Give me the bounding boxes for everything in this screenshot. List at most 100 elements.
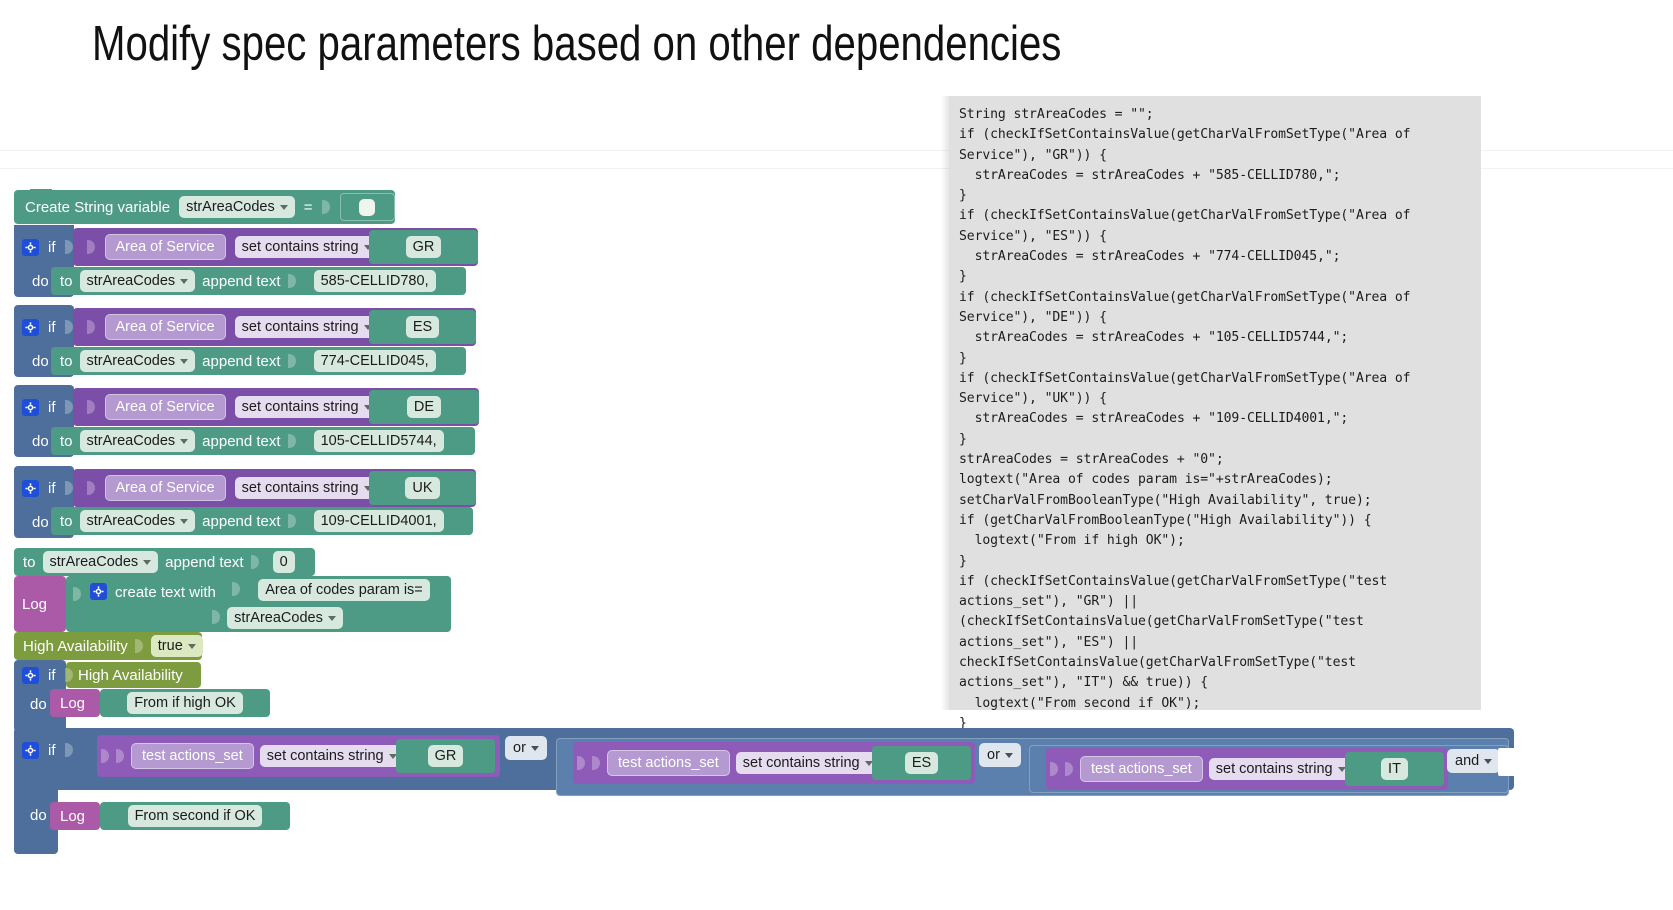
high-availability-socket xyxy=(134,635,144,657)
cond-2-operator-dropdown[interactable]: set contains string xyxy=(735,752,880,774)
cond-1-operator-dropdown[interactable]: set contains string xyxy=(259,745,404,767)
append-zero-block[interactable]: to strAreaCodes append text 0 xyxy=(14,548,315,576)
if-4-do-label: do xyxy=(32,513,49,531)
if-2-append-value[interactable]: 774-CELLID045, xyxy=(313,350,436,372)
if-2-operand-value[interactable]: ES xyxy=(405,316,440,338)
cond-3-operator-dropdown[interactable]: set contains string xyxy=(1208,758,1353,780)
if-test-actions-log-text-block[interactable]: From second if OK xyxy=(100,802,290,830)
chevron-down-icon xyxy=(363,244,372,250)
cond-2-operand-value[interactable]: ES xyxy=(904,752,939,774)
value-socket xyxy=(321,196,331,218)
cond-3-operand-block[interactable]: IT xyxy=(1345,752,1444,786)
if-3-append-label: append text xyxy=(202,432,281,450)
if-4-operand-block[interactable]: UK xyxy=(369,471,476,505)
if-2-append-block[interactable]: to strAreaCodes append text 774-CELLID04… xyxy=(51,347,466,375)
chevron-down-icon xyxy=(1004,752,1013,758)
variable-name-dropdown[interactable]: strAreaCodes xyxy=(179,196,295,218)
if-3-target-var-dropdown[interactable]: strAreaCodes xyxy=(79,430,196,452)
high-availability-value-dropdown[interactable]: true xyxy=(150,635,203,657)
create-text-item-1[interactable]: Area of codes param is= xyxy=(244,577,444,603)
joiner-1-value: or xyxy=(513,740,526,756)
create-text-item-2-dropdown[interactable]: strAreaCodes xyxy=(227,607,343,629)
log-label: Log xyxy=(22,595,48,613)
if-1-operand-value[interactable]: GR xyxy=(405,236,442,258)
if-1-append-block[interactable]: to strAreaCodes append text 585-CELLID78… xyxy=(51,267,466,295)
empty-condition-socket[interactable] xyxy=(1498,748,1516,776)
if-2-operand-block[interactable]: ES xyxy=(369,310,476,344)
if-2-target-var-dropdown[interactable]: strAreaCodes xyxy=(79,350,196,372)
if-1-append-label: append text xyxy=(202,272,281,290)
gear-icon[interactable] xyxy=(22,479,39,497)
cond-3-socket-a xyxy=(1050,758,1059,780)
if-2-do-row: do xyxy=(14,346,484,376)
if-high-availability-log-text[interactable]: From if high OK xyxy=(127,692,243,714)
high-availability-value: true xyxy=(157,638,183,654)
if-high-availability-condition[interactable]: High Availability xyxy=(66,662,201,688)
create-string-variable-block[interactable]: Create String variable strAreaCodes = xyxy=(14,189,395,224)
if-1-operand-block[interactable]: GR xyxy=(369,230,478,264)
cond-1-set-name[interactable]: test actions_set xyxy=(131,743,254,769)
if-4-append-value[interactable]: 109-CELLID4001, xyxy=(313,510,444,532)
if-4-operator-dropdown[interactable]: set contains string xyxy=(234,477,379,499)
if-high-availability-log-text-block[interactable]: From if high OK xyxy=(100,689,270,717)
gear-icon[interactable] xyxy=(22,318,39,336)
if-2-do-label: do xyxy=(32,352,49,370)
chevron-down-icon xyxy=(530,745,539,751)
if-1-header-row: if Area of Service set contains string xyxy=(14,228,484,266)
if-4-append-socket xyxy=(287,510,297,532)
cond-1-operand-block[interactable]: GR xyxy=(396,739,495,773)
if-3-append-value[interactable]: 105-CELLID5744, xyxy=(313,430,444,452)
cond-3-operand-value[interactable]: IT xyxy=(1381,758,1408,780)
create-text-item-2[interactable]: strAreaCodes xyxy=(224,605,346,631)
if-2-set-name[interactable]: Area of Service xyxy=(104,314,226,340)
if-3-append-block[interactable]: to strAreaCodes append text 105-CELLID57… xyxy=(51,427,475,455)
if-high-availability-label: if xyxy=(48,666,56,684)
if-1-append-value[interactable]: 585-CELLID780, xyxy=(313,270,436,292)
joiner-2-dropdown[interactable]: or xyxy=(979,743,1021,767)
if-4-set-name[interactable]: Area of Service xyxy=(104,475,226,501)
if-3-set-name[interactable]: Area of Service xyxy=(104,394,226,420)
gear-icon[interactable] xyxy=(22,398,39,416)
if-4-operand-value[interactable]: UK xyxy=(405,477,440,499)
if-test-actions-log-block[interactable]: Log xyxy=(50,802,100,830)
chevron-down-icon xyxy=(388,753,397,759)
cond-3-set-name[interactable]: test actions_set xyxy=(1080,756,1203,782)
if-1-target-var-dropdown[interactable]: strAreaCodes xyxy=(79,270,196,292)
gear-icon[interactable] xyxy=(22,666,39,684)
append-zero-var-dropdown[interactable]: strAreaCodes xyxy=(42,551,159,573)
gear-icon[interactable] xyxy=(22,741,39,759)
log-block[interactable]: Log xyxy=(14,576,66,632)
if-test-actions-header: if xyxy=(14,730,134,770)
create-text-item-1-socket xyxy=(232,578,244,602)
if-3-operand-block[interactable]: DE xyxy=(369,390,479,424)
cond-2-operand-block[interactable]: ES xyxy=(872,746,971,780)
if-test-actions-label: if xyxy=(48,741,56,759)
create-text-with-label: create text with xyxy=(115,584,216,601)
empty-string-block[interactable] xyxy=(339,193,395,221)
gear-icon[interactable] xyxy=(90,583,107,600)
append-zero-value[interactable]: 0 xyxy=(272,551,295,573)
if-3-target-var-value: strAreaCodes xyxy=(86,433,176,449)
joiner-3-dropdown[interactable]: and xyxy=(1447,749,1501,773)
if-4-target-var-dropdown[interactable]: strAreaCodes xyxy=(79,510,196,532)
empty-string-field[interactable] xyxy=(359,198,376,216)
if-3-operator-value: set contains string xyxy=(241,399,359,415)
if-1-to-label: to xyxy=(60,272,73,290)
if-high-availability-condition-label: High Availability xyxy=(78,666,183,684)
if-test-actions-log-text[interactable]: From second if OK xyxy=(127,805,263,827)
cond-2-set-name[interactable]: test actions_set xyxy=(607,750,730,776)
if-1-set-name[interactable]: Area of Service xyxy=(104,234,226,260)
create-text-item-1-value[interactable]: Area of codes param is= xyxy=(258,579,430,601)
if-2-operator-dropdown[interactable]: set contains string xyxy=(234,316,379,338)
if-3-operand-value[interactable]: DE xyxy=(406,396,442,418)
gear-icon[interactable] xyxy=(22,238,39,256)
if-1-operator-dropdown[interactable]: set contains string xyxy=(234,236,379,258)
set-high-availability-block[interactable]: High Availability true xyxy=(14,632,203,660)
chevron-down-icon xyxy=(143,559,152,565)
cond-1-operand-value[interactable]: GR xyxy=(427,745,464,767)
if-3-operator-dropdown[interactable]: set contains string xyxy=(234,396,379,418)
if-4-append-block[interactable]: to strAreaCodes append text 109-CELLID40… xyxy=(51,507,473,535)
append-zero-to-label: to xyxy=(23,553,36,571)
joiner-1-dropdown[interactable]: or xyxy=(505,736,547,760)
if-high-availability-log-block[interactable]: Log xyxy=(50,689,100,717)
